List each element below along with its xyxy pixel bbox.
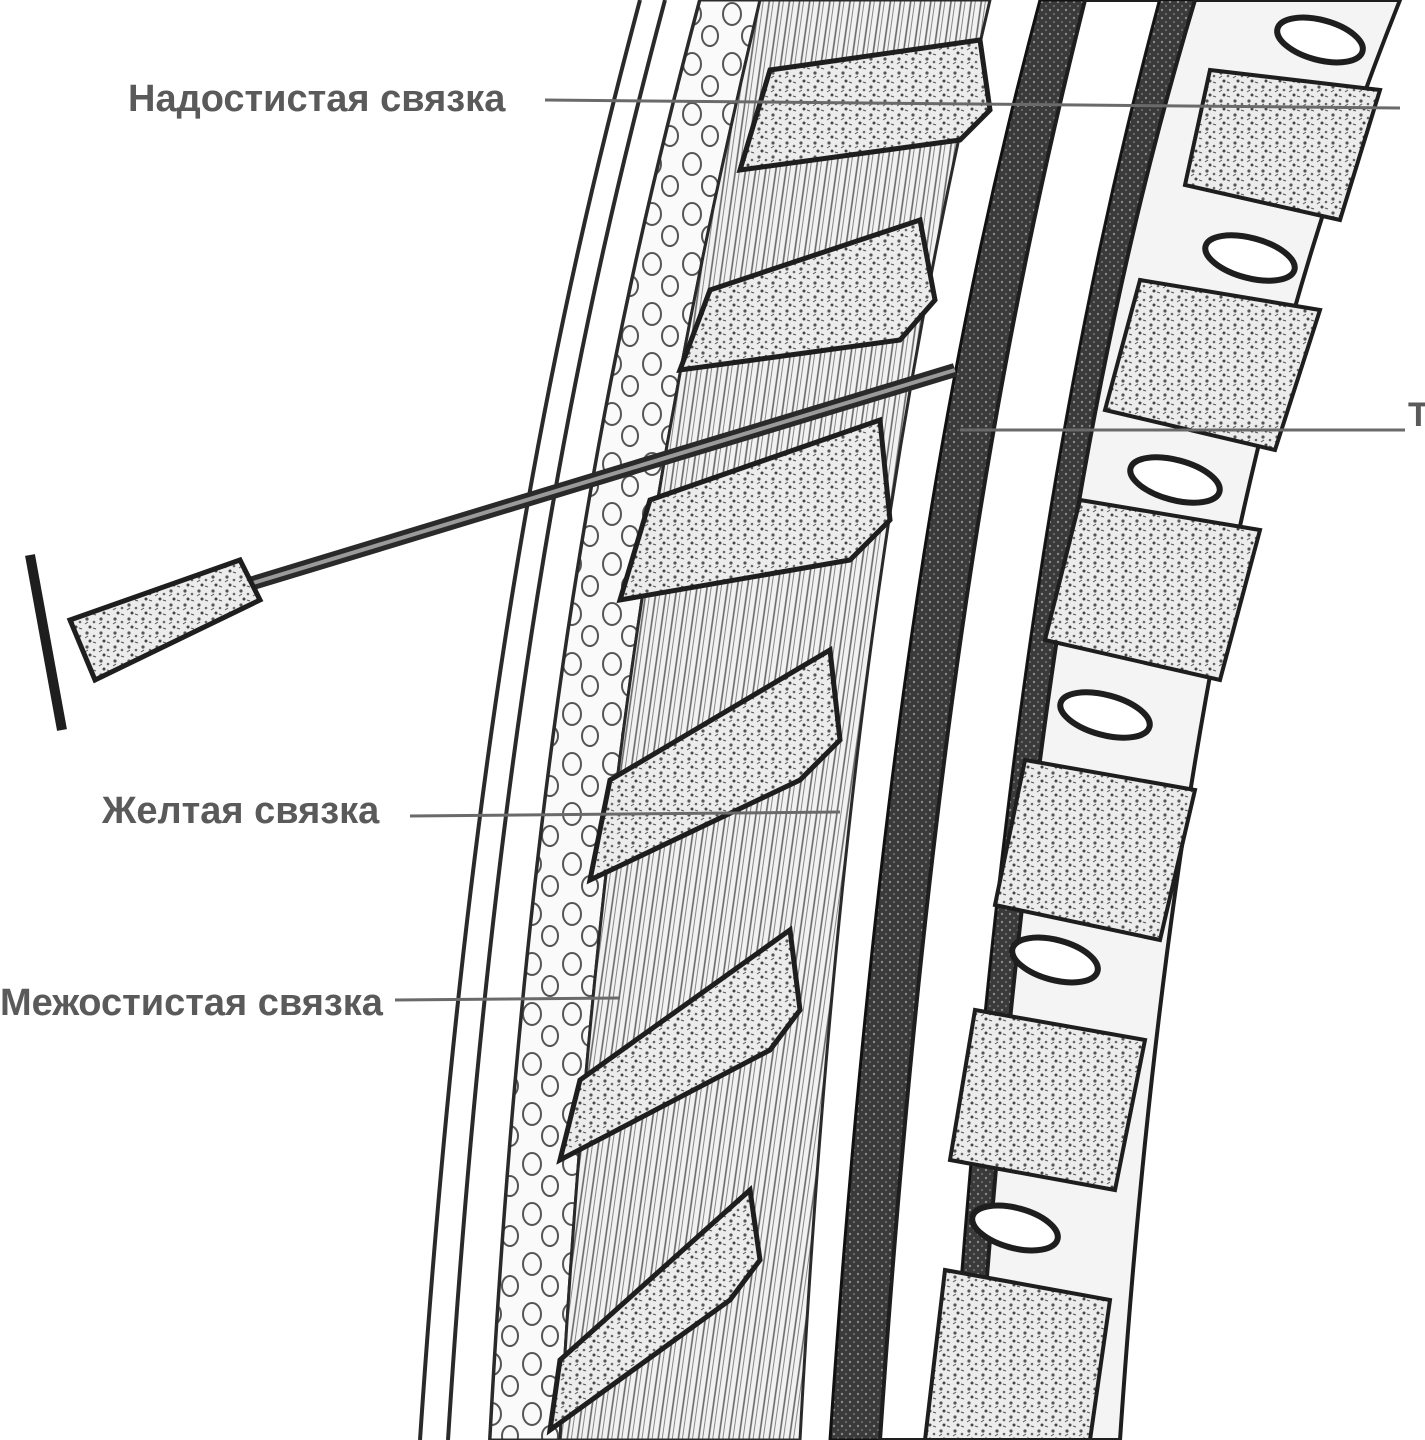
label-right-cut: Т с [1408, 396, 1425, 435]
needle-hub [70, 560, 260, 680]
vertebral-body-5 [950, 1010, 1145, 1190]
vertebral-body-4 [995, 760, 1195, 940]
label-supraspinous-ligament: Надостистая связка [128, 78, 505, 121]
leader-interspinous [395, 998, 620, 1000]
needle-handle [30, 555, 62, 730]
label-ligamentum-flavum: Желтая связка [102, 790, 379, 833]
label-interspinous-ligament: Межостистая связка [0, 982, 383, 1025]
vertebral-body-6 [925, 1270, 1110, 1440]
